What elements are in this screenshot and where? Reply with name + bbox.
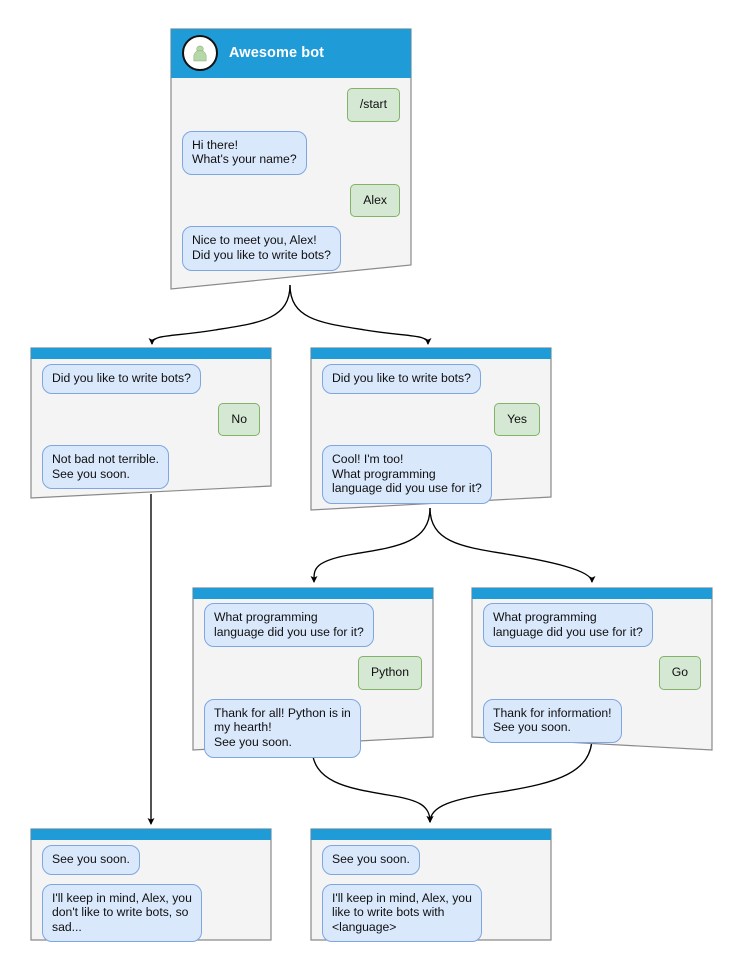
bot-message: See you soon. [42,845,140,875]
message-row: Cool! I'm too! What programming language… [322,445,540,504]
bot-message: Did you like to write bots? [322,364,481,394]
node-lang-python-messages: What programming language did you use fo… [192,599,434,767]
node-answer-no[interactable]: Did you like to write bots? No Not bad n… [30,347,272,499]
bot-message: Nice to meet you, Alex! Did you like to … [182,226,341,271]
node-end-happy-messages: See you soon. I'll keep in mind, Alex, y… [310,840,552,951]
bot-title: Awesome bot [229,45,325,61]
node-answer-no-messages: Did you like to write bots? No Not bad n… [30,359,272,498]
node-lang-go-messages: What programming language did you use fo… [471,599,713,752]
message-row: See you soon. [42,845,260,875]
bot-message: What programming language did you use fo… [204,603,374,648]
bot-message: Hi there! What's your name? [182,130,307,175]
node-start[interactable]: Awesome bot /start Hi there! What's your… [170,28,412,290]
message-row: Not bad not terrible. See you soon. [42,445,260,490]
person-avatar-icon [182,35,218,71]
bot-message: I'll keep in mind, Alex, you don't like … [42,883,202,943]
message-row: Nice to meet you, Alex! Did you like to … [182,226,400,271]
node-start-messages: /start Hi there! What's your name? Alex … [170,78,412,280]
message-row: Thank for all! Python is in my hearth! S… [204,698,422,758]
user-message: /start [346,88,400,122]
bot-message: Did you like to write bots? [42,364,201,394]
message-row: No [42,402,260,437]
message-row: Thank for information! See you soon. [483,698,701,743]
message-row: I'll keep in mind, Alex, you don't like … [42,883,260,943]
user-message: Yes [494,402,540,437]
node-end-happy[interactable]: See you soon. I'll keep in mind, Alex, y… [310,828,552,943]
edge-start-to-yes [289,284,432,345]
user-message: Alex [350,183,400,218]
user-message: Go [658,656,701,690]
node-answer-yes-messages: Did you like to write bots? Yes Cool! I'… [310,359,552,513]
bot-message: See you soon. [322,845,420,875]
node-start-titlebar: Awesome bot [170,28,412,78]
message-row: Did you like to write bots? [42,364,260,394]
message-row: Hi there! What's your name? [182,130,400,175]
node-lang-go[interactable]: What programming language did you use fo… [471,587,713,751]
message-row: Python [204,656,422,690]
message-row: See you soon. [322,845,540,875]
node-end-sad-messages: See you soon. I'll keep in mind, Alex, y… [30,840,272,951]
node-end-sad[interactable]: See you soon. I'll keep in mind, Alex, y… [30,828,272,943]
message-row: Yes [322,402,540,437]
node-lang-python[interactable]: What programming language did you use fo… [192,587,434,758]
node-answer-yes[interactable]: Did you like to write bots? Yes Cool! I'… [310,347,552,511]
user-message: Python [358,656,422,690]
edge-yes-to-go [429,507,596,583]
message-row: I'll keep in mind, Alex, you like to wri… [322,883,540,943]
message-row: Go [483,656,701,690]
user-message: No [218,402,260,437]
message-row: Alex [182,183,400,218]
edge-yes-to-python [310,507,431,583]
bot-message: Thank for information! See you soon. [483,698,622,743]
message-row: What programming language did you use fo… [483,603,701,648]
bot-message: Thank for all! Python is in my hearth! S… [204,698,361,758]
bot-message: Not bad not terrible. See you soon. [42,445,170,490]
message-row: What programming language did you use fo… [204,603,422,648]
bot-message: What programming language did you use fo… [483,603,653,648]
message-row: Did you like to write bots? [322,364,540,394]
bot-message: Cool! I'm too! What programming language… [322,445,492,504]
edge-start-to-no [148,284,291,345]
bot-message: I'll keep in mind, Alex, you like to wri… [322,883,482,943]
message-row: /start [182,88,400,122]
